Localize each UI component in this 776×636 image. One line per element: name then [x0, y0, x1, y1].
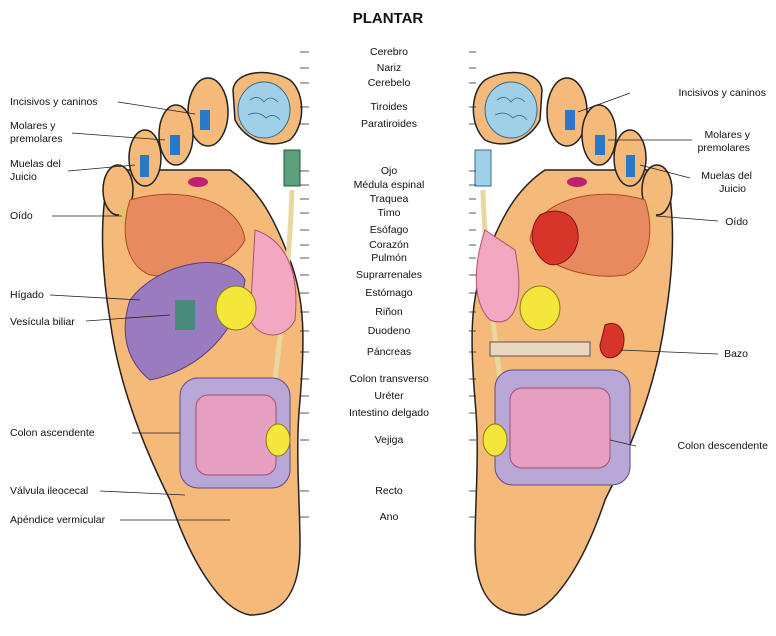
center-label: Cerebelo: [309, 77, 469, 89]
right-kidney: [519, 285, 561, 331]
right-thyroid: [474, 149, 492, 187]
leader-line: [71, 132, 166, 141]
center-label: Médula espinal: [309, 179, 469, 191]
right-foot: [471, 71, 674, 616]
center-label: Uréter: [309, 390, 469, 402]
right-label-muelas-1: Muelas del: [701, 170, 752, 182]
left-label-molares-2: premolares: [10, 133, 63, 145]
leader-line: [655, 215, 719, 222]
left-gallbladder: [175, 300, 195, 330]
center-label: Riñon: [309, 306, 469, 318]
leader-line: [117, 101, 196, 115]
center-label: Ojo: [309, 165, 469, 177]
diagram-title: PLANTAR: [352, 10, 424, 27]
left-label-oido: Oído: [10, 210, 33, 222]
left-eye: [188, 177, 208, 187]
center-label: Suprarrenales: [309, 269, 469, 281]
leader-line: [99, 490, 186, 496]
left-toe-5: [102, 164, 134, 216]
left-teeth-molar: [170, 135, 180, 155]
right-teeth-incisor: [565, 110, 575, 130]
center-label: Paratiroides: [309, 118, 469, 130]
left-thyroid: [283, 149, 301, 187]
left-kidney: [215, 285, 257, 331]
center-label: Duodeno: [309, 325, 469, 337]
right-toe-5: [641, 164, 673, 216]
right-small-intestine: [509, 387, 611, 469]
right-stomach: [475, 229, 520, 323]
left-small-intestine: [195, 394, 277, 476]
right-teeth-molar: [595, 135, 605, 155]
center-label: Esófago: [309, 224, 469, 236]
right-label-bazo: Bazo: [724, 348, 748, 360]
center-label: Recto: [309, 485, 469, 497]
right-spleen: [599, 322, 625, 359]
left-label-colon-ascendente: Colon ascendente: [10, 427, 95, 439]
center-label: Tiroides: [309, 101, 469, 113]
right-teeth-wisdom: [626, 155, 635, 177]
leader-line: [619, 349, 719, 355]
right-label-oido: Oído: [725, 216, 748, 228]
leader-line: [577, 92, 631, 113]
center-label: Intestino delgado: [309, 407, 469, 419]
right-brain: [484, 81, 538, 139]
center-label: Colon transverso: [309, 373, 469, 385]
left-label-higado: Hígado: [10, 289, 44, 301]
right-label-incisivos: Incisivos y caninos: [678, 87, 766, 99]
left-teeth-incisor: [200, 110, 210, 130]
center-label: Nariz: [309, 62, 469, 74]
leader-line: [67, 164, 136, 172]
right-bladder: [482, 423, 508, 457]
leader-line: [609, 439, 637, 447]
right-eye: [567, 177, 587, 187]
center-label: Páncreas: [309, 346, 469, 358]
left-teeth-wisdom: [140, 155, 149, 177]
center-label: Vejiga: [309, 434, 469, 446]
left-brain: [237, 81, 291, 139]
center-label: Corazón: [309, 239, 469, 251]
left-label-muelas-1: Muelas del: [10, 158, 61, 170]
center-label: Estómago: [309, 287, 469, 299]
right-label-molares-1: Molares y: [704, 129, 750, 141]
center-label: Pulmón: [309, 252, 469, 264]
leader-line: [639, 164, 691, 179]
left-bladder: [265, 423, 291, 457]
left-label-vesicula: Vesícula biliar: [10, 316, 75, 328]
center-label: Timo: [309, 207, 469, 219]
leader-line: [49, 294, 141, 301]
left-label-muelas-2: Juicio: [10, 171, 37, 183]
left-label-molares-1: Molares y: [10, 120, 56, 132]
leader-line: [85, 314, 171, 322]
right-label-muelas-2: Juicio: [719, 183, 746, 195]
right-label-colon-descendente: Colon descendente: [677, 440, 769, 452]
center-label: Ano: [309, 511, 469, 523]
left-label-valvula: Válvula ileocecal: [10, 485, 89, 497]
left-foot: [101, 71, 304, 616]
center-label: Cerebro: [309, 46, 469, 58]
left-label-apendice: Apéndice vermicular: [10, 514, 106, 526]
left-stomach: [249, 229, 297, 336]
center-label: Traquea: [309, 193, 469, 205]
right-label-molares-2: premolares: [697, 142, 750, 154]
left-label-incisivos: Incisivos y caninos: [10, 96, 98, 108]
right-pancreas: [489, 341, 591, 357]
right-heart: [531, 210, 579, 266]
